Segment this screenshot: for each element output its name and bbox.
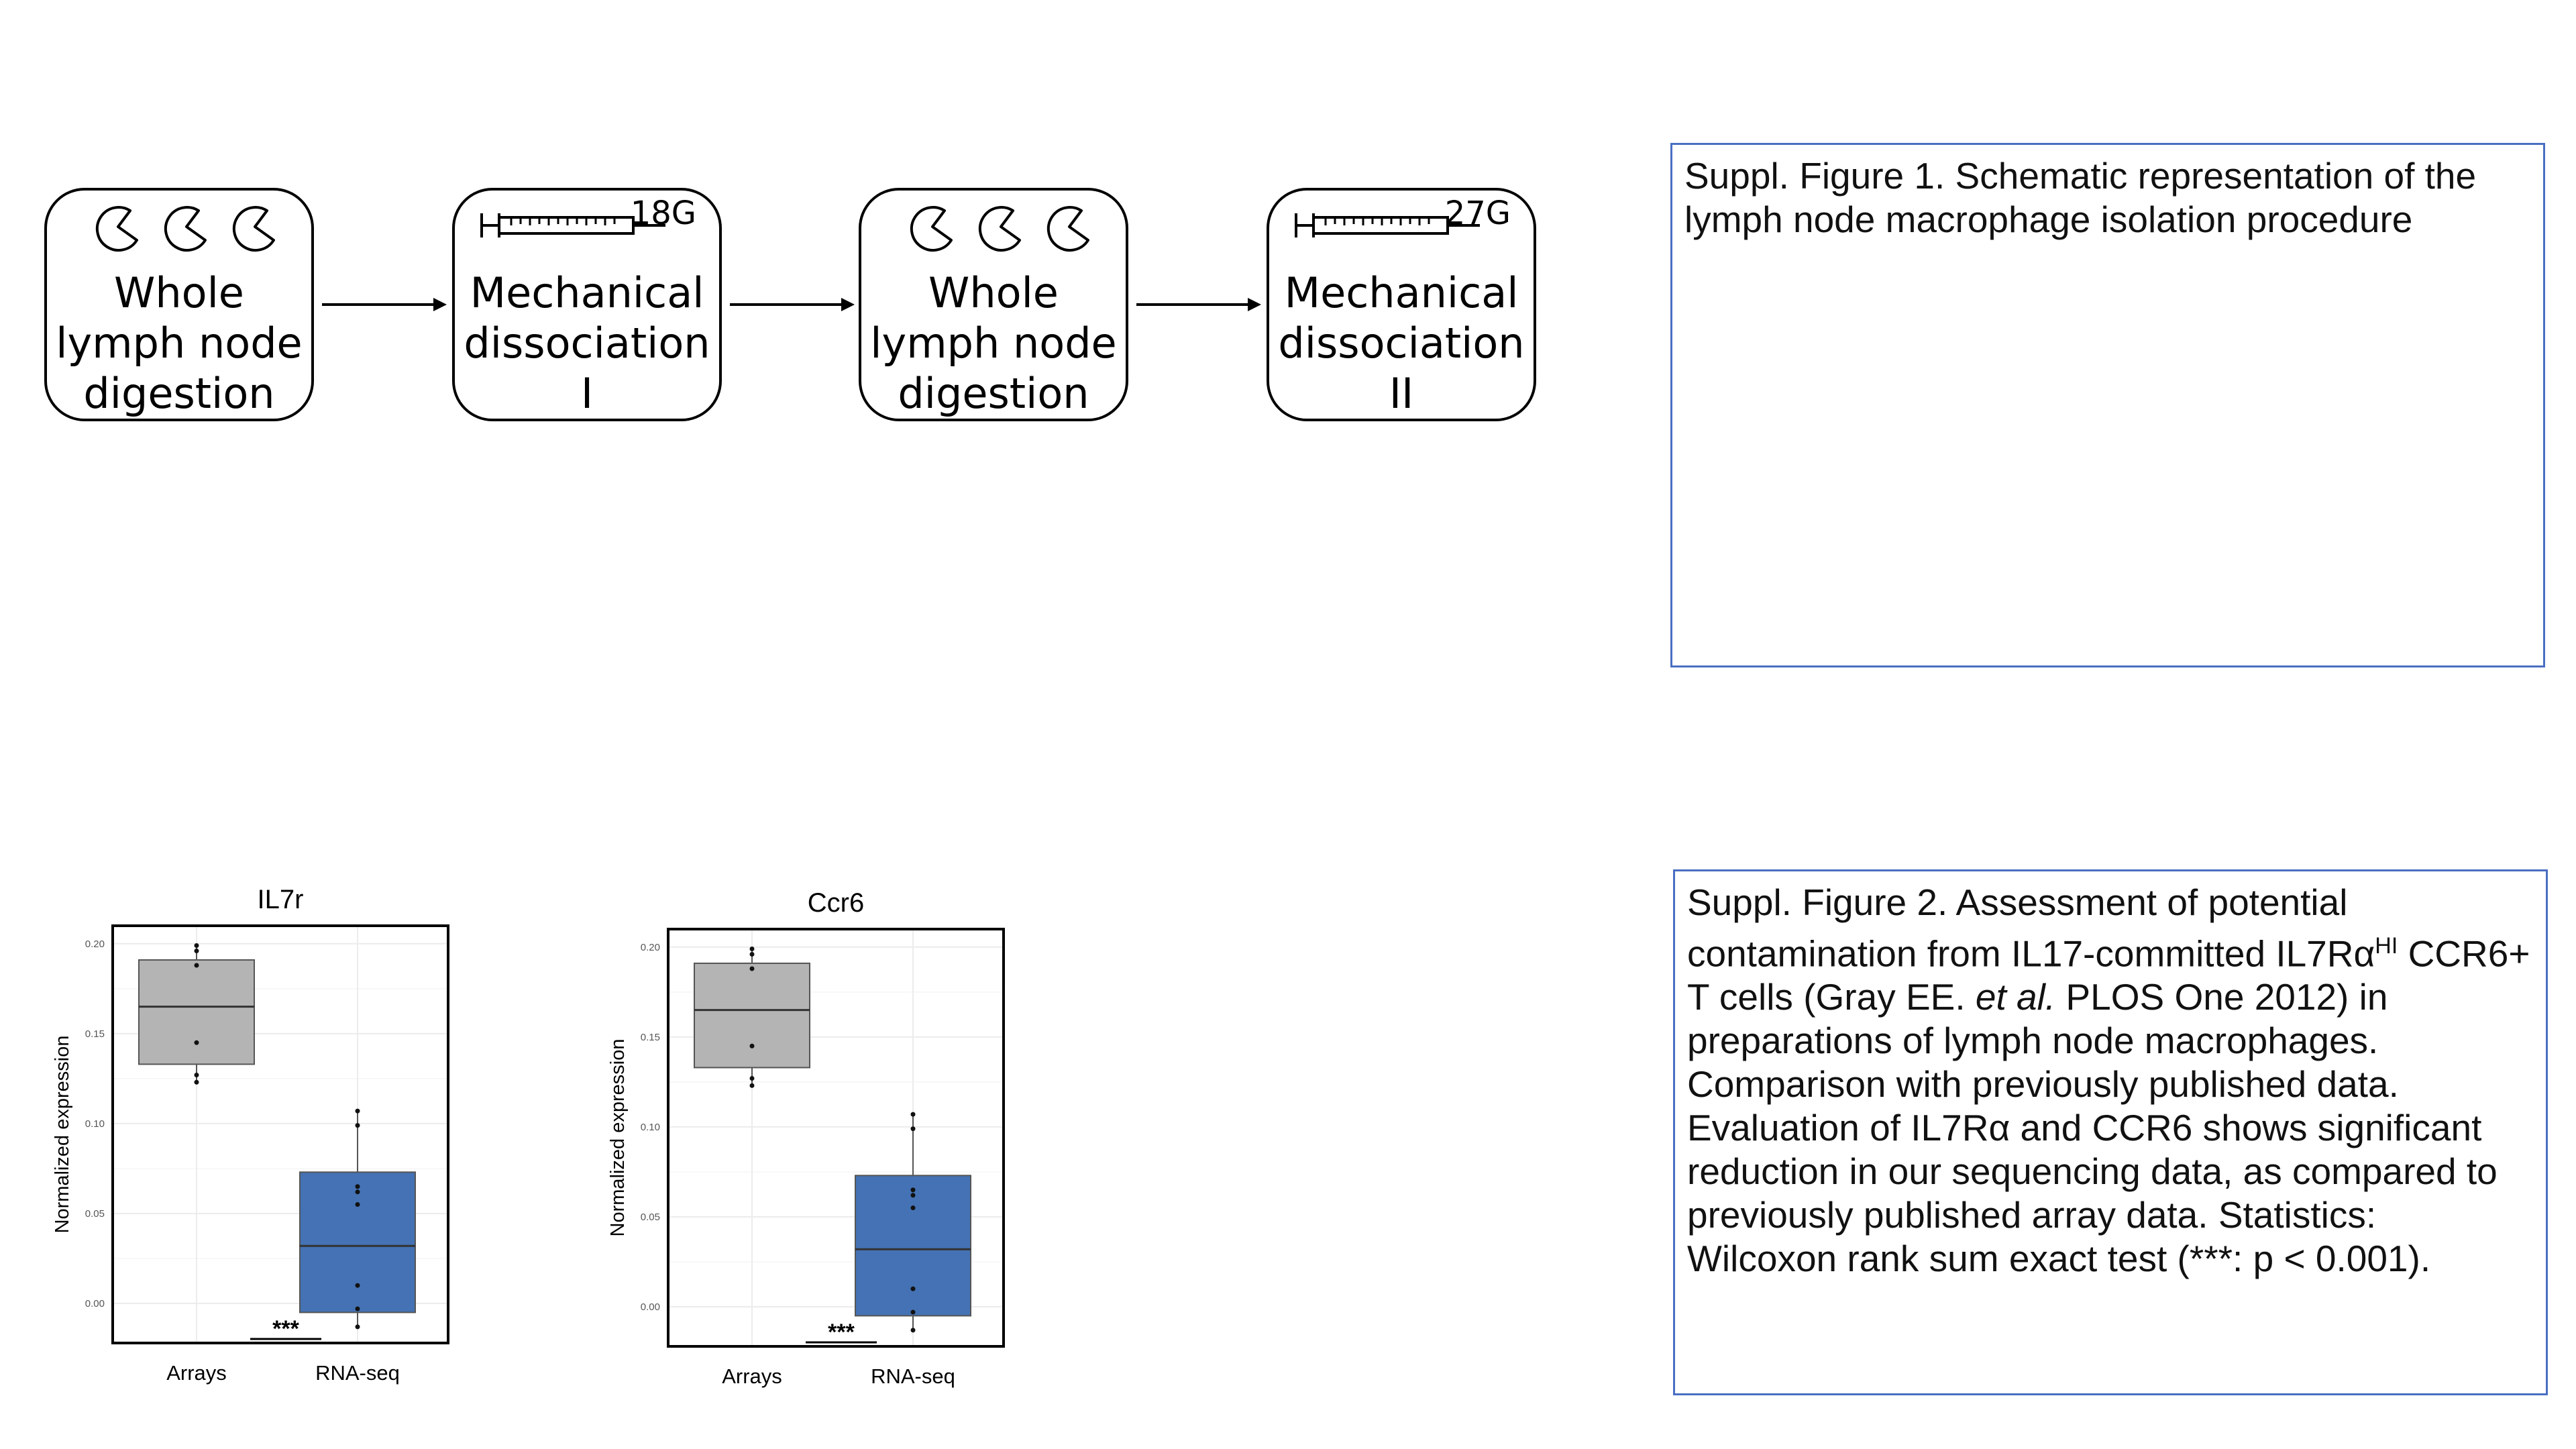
- y-axis-label: Normalized expression: [52, 1036, 73, 1234]
- data-point: [355, 1184, 360, 1189]
- box-rna-seq: [299, 1171, 416, 1313]
- y-tick-label: 0.15: [641, 1032, 660, 1043]
- enzyme-icons: [910, 206, 1089, 252]
- data-point: [355, 1202, 360, 1208]
- data-point: [910, 1328, 916, 1333]
- caption-italic: et al.: [1975, 976, 2056, 1018]
- data-point: [194, 1079, 199, 1085]
- step-whole-lymph-node-digestion-1: Whole lymph node digestion: [44, 188, 314, 421]
- data-point: [749, 1083, 755, 1088]
- y-tick-label: 0.10: [641, 1122, 660, 1133]
- data-point: [355, 1306, 360, 1311]
- significance-stars: ***: [828, 1320, 855, 1345]
- y-tick-label: 0.05: [85, 1208, 105, 1220]
- data-point: [194, 943, 199, 948]
- chart-title: IL7r: [258, 885, 304, 914]
- data-point: [194, 963, 199, 968]
- box-rna-seq: [855, 1175, 971, 1317]
- needle-gauge: 27G: [1444, 195, 1511, 232]
- enzyme-icons: [95, 206, 275, 252]
- caption-figure-2: Suppl. Figure 2. Assessment of potential…: [1673, 869, 2548, 1395]
- chart-title: Ccr6: [808, 888, 864, 918]
- step-label: Mechanical dissociation II: [1278, 268, 1525, 418]
- plot-frame: [111, 924, 449, 1344]
- x-tick-label: Arrays: [166, 1361, 227, 1385]
- y-axis-label: Normalized expression: [607, 1039, 629, 1237]
- step-label: Whole lymph node digestion: [870, 268, 1117, 418]
- data-point: [355, 1123, 360, 1128]
- x-tick-label: RNA-seq: [871, 1364, 955, 1388]
- y-tick-label: 0.05: [641, 1212, 660, 1223]
- caption-text: PLOS One 2012) in preparations of lymph …: [1687, 976, 2498, 1280]
- caption-figure-1-text: Suppl. Figure 1. Schematic representatio…: [1684, 155, 2477, 240]
- enzyme-icon: [1046, 206, 1089, 252]
- y-tick-label: 0.15: [85, 1028, 105, 1040]
- y-tick-label: 0.00: [85, 1298, 105, 1309]
- data-point: [910, 1126, 916, 1132]
- data-point: [355, 1189, 360, 1195]
- data-point: [194, 1073, 199, 1078]
- syringe-icon: [1295, 213, 1480, 237]
- caption-text: CCR6+ T cells (Gray EE.: [1687, 932, 2530, 1018]
- data-point: [355, 1324, 360, 1330]
- enzyme-icon: [232, 206, 275, 252]
- y-tick-label: 0.10: [85, 1118, 105, 1130]
- step-mechanical-dissociation-2: 27G Mechanical dissociation II: [1267, 188, 1536, 421]
- y-tick-label: 0.20: [85, 938, 105, 950]
- data-point: [749, 966, 755, 971]
- box-arrays: [138, 959, 255, 1065]
- significance-stars: ***: [272, 1316, 299, 1342]
- enzyme-icon: [978, 206, 1021, 252]
- plot-frame: [667, 928, 1005, 1348]
- data-point: [910, 1286, 916, 1291]
- caption-superscript: HI: [2375, 933, 2398, 959]
- y-tick-label: 0.00: [641, 1301, 660, 1313]
- arrow-icon: [322, 298, 447, 311]
- needle-gauge: 18G: [630, 195, 696, 232]
- step-whole-lymph-node-digestion-2: Whole lymph node digestion: [859, 188, 1128, 421]
- data-point: [749, 1076, 755, 1081]
- data-point: [749, 1043, 755, 1049]
- data-point: [749, 952, 755, 957]
- enzyme-icon: [910, 206, 953, 252]
- step-label: Mechanical dissociation I: [464, 268, 710, 418]
- data-point: [910, 1309, 916, 1315]
- data-point: [910, 1205, 916, 1211]
- caption-text: Suppl. Figure 2. Assessment of potential…: [1687, 881, 2375, 975]
- data-point: [910, 1187, 916, 1193]
- y-tick-label: 0.20: [641, 942, 660, 953]
- enzyme-icon: [95, 206, 138, 252]
- arrow-icon: [1136, 298, 1261, 311]
- x-tick-label: RNA-seq: [315, 1361, 400, 1385]
- caption-figure-2-text: Suppl. Figure 2. Assessment of potential…: [1687, 881, 2534, 1281]
- arrow-icon: [730, 298, 855, 311]
- data-point: [355, 1108, 360, 1114]
- data-point: [194, 949, 199, 954]
- step-mechanical-dissociation-1: 18G Mechanical dissociation I: [452, 188, 722, 421]
- step-label: Whole lymph node digestion: [56, 268, 303, 418]
- data-point: [910, 1193, 916, 1198]
- data-point: [749, 946, 755, 951]
- caption-figure-1: Suppl. Figure 1. Schematic representatio…: [1670, 143, 2545, 667]
- syringe-icon: [480, 213, 665, 237]
- data-point: [194, 1040, 199, 1045]
- enzyme-icon: [164, 206, 207, 252]
- data-point: [910, 1112, 916, 1117]
- data-point: [355, 1283, 360, 1288]
- x-tick-label: Arrays: [722, 1364, 782, 1388]
- box-arrays: [694, 962, 810, 1069]
